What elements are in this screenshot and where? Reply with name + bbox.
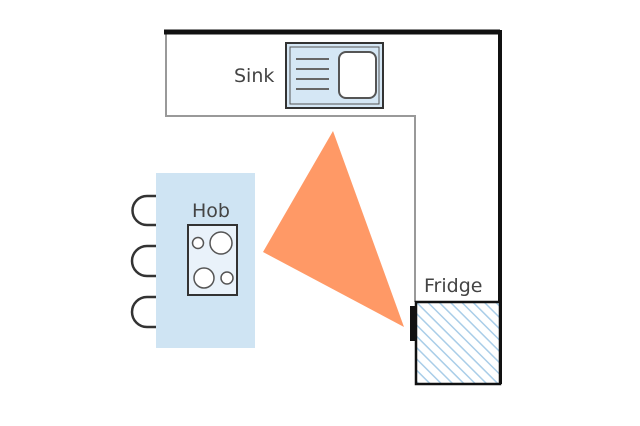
fridge-door [410, 306, 415, 341]
hob-icon [187, 224, 238, 296]
hob-burner-small [220, 271, 234, 285]
hob-label: Hob [192, 200, 230, 222]
stool-icon [130, 194, 156, 329]
sink-label: Sink [234, 65, 274, 87]
sink-bowl [338, 51, 377, 99]
sink-drainer-lines [296, 58, 329, 90]
counter-outline [165, 32, 416, 302]
fridge-label: Fridge [424, 275, 482, 297]
hob-burner-large [209, 231, 233, 255]
work-triangle [263, 131, 404, 327]
fridge-icon [410, 300, 502, 386]
sink-icon [285, 42, 384, 109]
hob-burner-small [191, 236, 205, 250]
hob-burner-large [193, 267, 215, 289]
